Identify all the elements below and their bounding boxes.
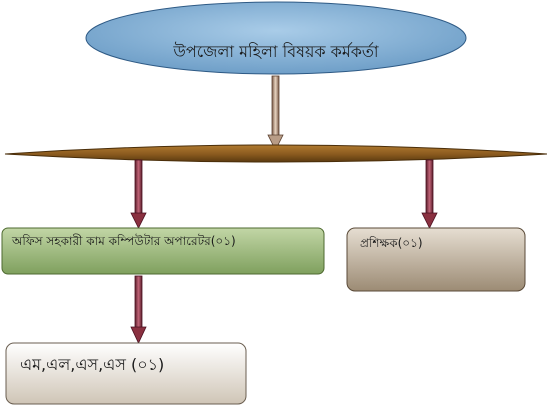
arrow-bar-to-trainer [421,159,438,229]
mlss-label: এম,এল,এস,এস (০১) [20,355,165,374]
arrow-head-to-bar [267,75,284,151]
head-ellipse [85,1,467,75]
mlss-box [5,342,247,405]
arrow-bar-to-office [130,159,147,229]
trainer-box [346,227,526,292]
head-title: উপজেলা মহিলা বিষয়ক কর্মকর্তা [173,41,379,61]
trainer-label: প্রশিক্ষক(০১) [360,236,423,250]
office-assistant-label: অফিস সহকারী কাম কম্পিউটার অপারেটর(০১) [12,234,236,248]
arrow-office-to-mlss [130,275,147,344]
distribution-bar [4,144,547,163]
office-assistant-box [1,227,325,275]
